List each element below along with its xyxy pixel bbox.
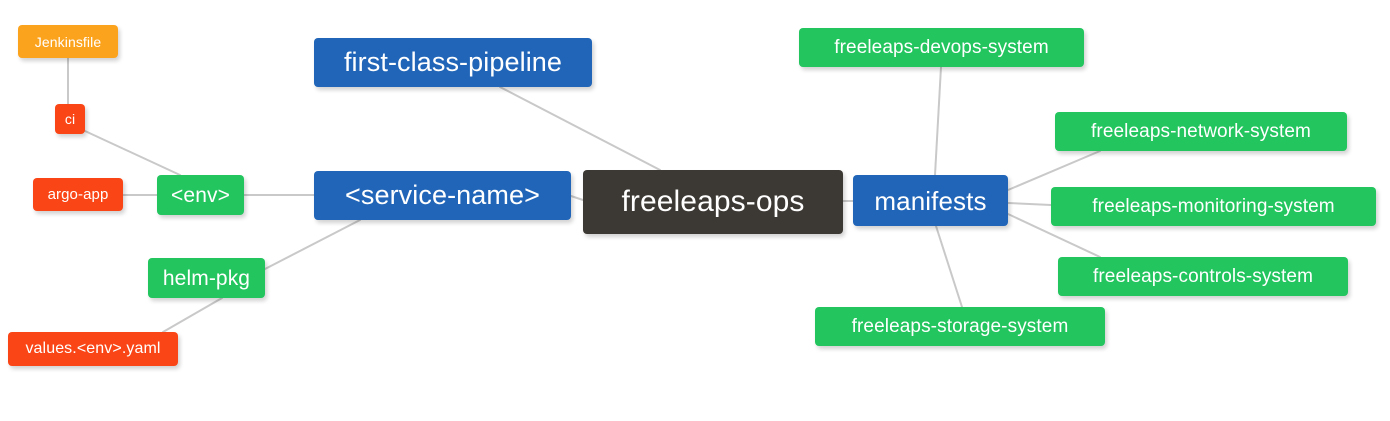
node-label-ci: ci [64, 111, 76, 127]
node-freeleaps-devops-system[interactable]: freeleaps-devops-system [799, 28, 1084, 67]
node-label-freeleaps-network-system: freeleaps-network-system [1091, 121, 1311, 142]
node-label-jenkinsfile: Jenkinsfile [34, 33, 102, 50]
node-ci[interactable]: ci [55, 104, 85, 134]
edge-helm-pkg-to-service-name [264, 219, 361, 270]
node-label-freeleaps-monitoring-system: freeleaps-monitoring-system [1092, 196, 1335, 217]
node-label-first-class-pipeline: first-class-pipeline [343, 47, 563, 77]
edge-manifests-to-freeleaps-storage-system [935, 225, 963, 308]
node-label-freeleaps-devops-system: freeleaps-devops-system [834, 37, 1049, 58]
node-freeleaps-controls-system[interactable]: freeleaps-controls-system [1058, 257, 1348, 296]
node-label-manifests: manifests [874, 185, 987, 216]
node-label-freeleaps-storage-system: freeleaps-storage-system [851, 316, 1069, 337]
edge-manifests-to-freeleaps-monitoring-system [1007, 202, 1052, 206]
node-label-freeleaps-ops: freeleaps-ops [621, 185, 805, 218]
node-values-yaml[interactable]: values.<env>.yaml [8, 332, 178, 366]
edge-service-name-to-freeleaps-ops [570, 195, 584, 201]
node-service-name[interactable]: <service-name> [314, 171, 571, 220]
node-label-service-name: <service-name> [345, 180, 540, 210]
node-freeleaps-monitoring-system[interactable]: freeleaps-monitoring-system [1051, 187, 1376, 226]
node-argo-app[interactable]: argo-app [33, 178, 123, 211]
edge-ci-to-env [84, 130, 181, 176]
node-manifests[interactable]: manifests [853, 175, 1008, 226]
node-env[interactable]: <env> [157, 175, 244, 215]
node-freeleaps-network-system[interactable]: freeleaps-network-system [1055, 112, 1347, 151]
node-helm-pkg[interactable]: helm-pkg [148, 258, 265, 298]
node-jenkinsfile[interactable]: Jenkinsfile [18, 25, 118, 58]
node-freeleaps-ops[interactable]: freeleaps-ops [583, 170, 843, 234]
node-label-freeleaps-controls-system: freeleaps-controls-system [1092, 266, 1314, 287]
edge-first-class-pipeline-to-freeleaps-ops [499, 86, 661, 171]
node-freeleaps-storage-system[interactable]: freeleaps-storage-system [815, 307, 1105, 346]
node-label-helm-pkg: helm-pkg [162, 266, 251, 290]
node-label-env: <env> [171, 183, 230, 207]
edge-values-yaml-to-helm-pkg [162, 297, 223, 333]
node-first-class-pipeline[interactable]: first-class-pipeline [314, 38, 592, 87]
node-label-values-yaml: values.<env>.yaml [25, 340, 161, 357]
edge-manifests-to-freeleaps-network-system [1007, 150, 1101, 191]
node-label-argo-app: argo-app [47, 186, 109, 203]
edge-manifests-to-freeleaps-devops-system [934, 66, 942, 176]
